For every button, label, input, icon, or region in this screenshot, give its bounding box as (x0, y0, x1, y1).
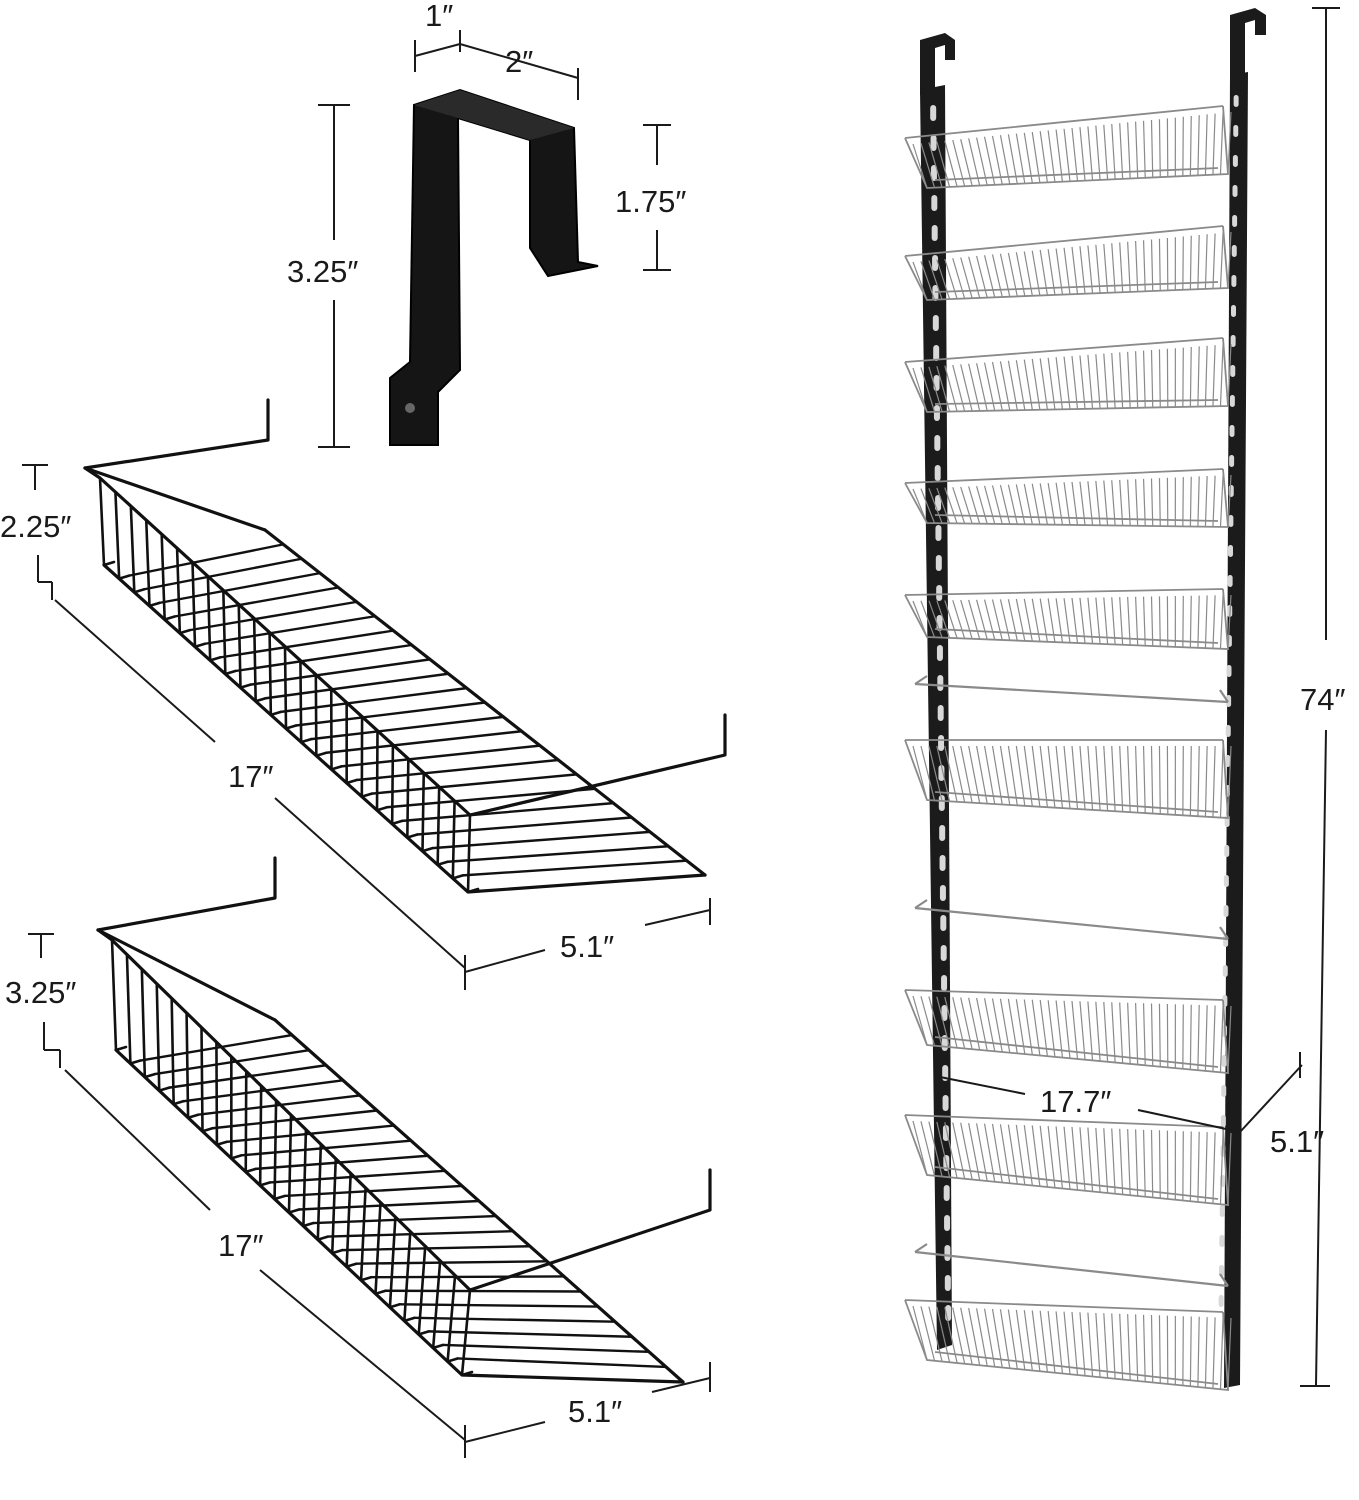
hook-body (389, 88, 599, 446)
basket-large-height-label: 3.25″ (5, 975, 76, 1010)
basket-small-length-dimension: 17″ (54, 599, 466, 969)
rack-wire-basket (904, 337, 1232, 413)
rack-wire-basket (904, 1114, 1232, 1207)
rack-width-dimension: 17.7″ (934, 1062, 1241, 1150)
door-rack (904, 8, 1266, 1392)
hook-drop-dimension: 1.75″ (615, 124, 686, 271)
hook-height-label: 3.25″ (287, 254, 358, 289)
rack-depth-dimension: 5.1″ (1239, 1052, 1324, 1159)
basket-small-depth-dimension: 5.1″ (464, 898, 711, 990)
basket-small-height-label: 2.25″ (0, 509, 71, 544)
hook-depth-label: 1″ (425, 0, 453, 33)
hook-depth-dimension: 1″ (414, 0, 461, 72)
hook-height-dimension: 3.25″ (287, 104, 358, 448)
rack-wire-basket (904, 989, 1232, 1074)
rack-depth-label: 5.1″ (1270, 1124, 1324, 1159)
basket-large-length-label: 17″ (218, 1228, 263, 1263)
rack-bar-shelf (914, 899, 1229, 941)
rack-wire-basket (904, 588, 1232, 650)
rail-slots (930, 95, 1239, 1321)
hook-width-dimension: 2″ (459, 43, 579, 100)
basket-large-depth-label: 5.1″ (568, 1394, 622, 1429)
rack-height-label: 74″ (1300, 682, 1345, 717)
hook-width-label: 2″ (505, 44, 533, 79)
rack-wire-basket (904, 225, 1232, 301)
rack-width-label: 17.7″ (1040, 1084, 1111, 1119)
rack-bar-shelf (914, 1243, 1229, 1288)
basket-small (83, 398, 727, 894)
rack-height-dimension: 74″ (1300, 7, 1345, 1387)
rack-left-hook (920, 33, 955, 95)
rack-bar-shelf (914, 675, 1229, 704)
door-hook (389, 88, 599, 446)
basket-small-depth-label: 5.1″ (560, 929, 614, 964)
rack-shelves (904, 105, 1232, 1392)
basket-small-height-dimension: 2.25″ (0, 464, 71, 600)
basket-small-length-label: 17″ (228, 759, 273, 794)
hook-drop-label: 1.75″ (615, 184, 686, 219)
rack-right-hook (1230, 8, 1266, 80)
rack-wire-basket (904, 1299, 1232, 1392)
rack-wire-basket (904, 739, 1232, 819)
basket-large-length-dimension: 17″ (64, 1069, 466, 1441)
basket-large (96, 856, 712, 1384)
basket-large-height-dimension: 3.25″ (5, 933, 76, 1068)
hook-top-face (414, 90, 574, 140)
rack-wire-basket (904, 468, 1232, 528)
rack-left-rail (920, 85, 952, 1350)
rack-wire-basket (904, 105, 1232, 189)
basket-large-depth-dimension: 5.1″ (464, 1362, 711, 1458)
hook-screw-hole (405, 403, 415, 413)
